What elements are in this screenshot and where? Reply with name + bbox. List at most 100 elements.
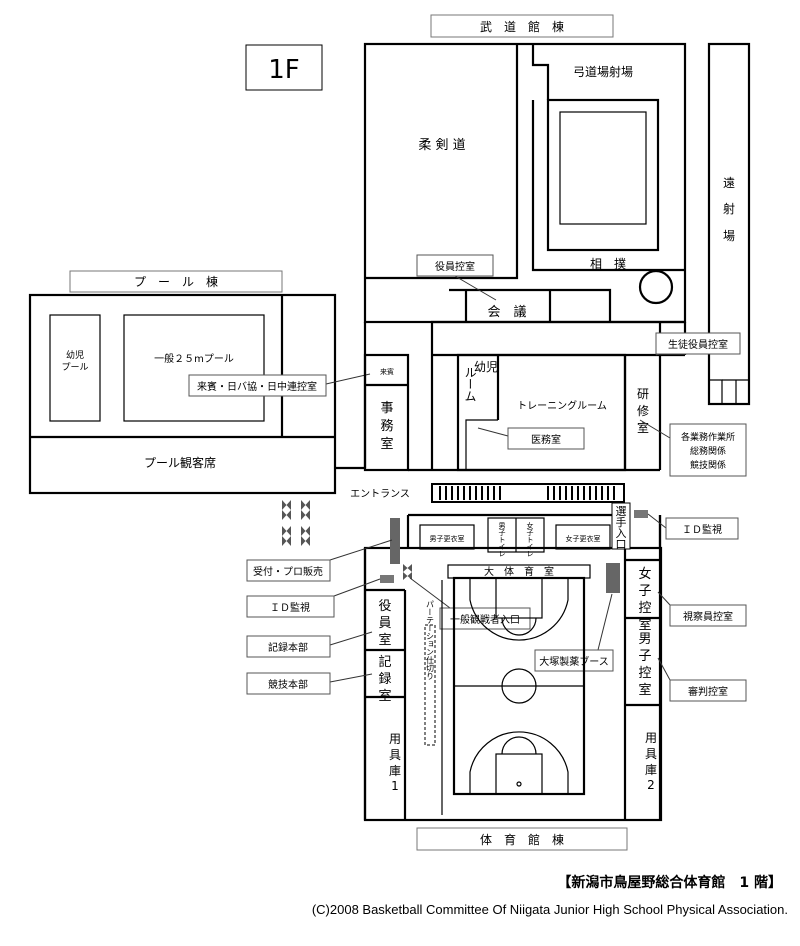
yoji-room-label-1: 幼児	[474, 360, 498, 374]
ippan-gate-icon	[403, 564, 412, 580]
joshi-hikae-room: 女 子 控 室	[638, 566, 651, 633]
svg-text:男: 男	[499, 522, 506, 530]
senshu-entrance: 選 手 入 口	[611, 502, 631, 551]
svg-text:各業務作業所: 各業務作業所	[681, 431, 735, 443]
footer-title: 【新潟市鳥屋野総合体育館 1 階】	[557, 875, 782, 891]
yoji-pool-label-1: 幼児	[66, 349, 84, 361]
otsuka-booth	[606, 563, 620, 593]
svg-text:ト: ト	[499, 536, 506, 544]
entrance-label: エントランス	[350, 488, 410, 500]
locker-rows	[419, 517, 611, 553]
svg-text:総務関係: 総務関係	[690, 445, 726, 457]
svg-text:具: 具	[389, 748, 401, 762]
svg-text:女: 女	[527, 521, 534, 530]
male-toilet: 男 子 ト イ レ	[499, 522, 506, 558]
svg-text:女: 女	[638, 566, 651, 582]
danshi-hikae-room: 男 子 控 室	[638, 632, 651, 698]
svg-text:選: 選	[616, 505, 627, 518]
callout-id-2: ＩＤ監視	[246, 578, 381, 618]
training-label: トレーニングルーム	[517, 399, 607, 412]
svg-text:室: 室	[378, 688, 391, 704]
svg-text:大塚製薬ブース: 大塚製薬ブース	[539, 655, 609, 668]
svg-text:プ ー ル 棟: プ ー ル 棟	[134, 274, 218, 289]
header-gym: 体 育 館 棟	[416, 827, 628, 851]
kaigi-label: 会 議	[487, 305, 526, 320]
danshi-kouishitsu-label: 男子更衣室	[430, 534, 465, 543]
pool25-label: 一般２５mプール	[154, 352, 234, 365]
svg-text:体 育 館 棟: 体 育 館 棟	[480, 832, 564, 847]
pool-seats-label: プール観客席	[144, 455, 216, 470]
yakuin-room: 役 員 室	[378, 599, 391, 648]
svg-text:具: 具	[645, 747, 657, 761]
svg-text:録: 録	[378, 672, 391, 687]
svg-text:武 道 館 棟: 武 道 館 棟	[480, 19, 564, 34]
callout-raihin: 来賓・日バ協・日中連控室	[188, 373, 371, 397]
jimu-char-2: 務	[380, 419, 393, 434]
svg-text:医務室: 医務室	[531, 433, 561, 446]
svg-text:視察員控室: 視察員控室	[683, 610, 733, 623]
svg-text:記録本部: 記録本部	[268, 641, 308, 654]
svg-text:子: 子	[638, 649, 651, 664]
callout-shisatsu: 視察員控室	[657, 591, 747, 627]
kyudo-label: 弓道場射場	[573, 64, 633, 79]
svg-text:子: 子	[499, 529, 506, 537]
pool-building	[28, 293, 337, 495]
svg-text:競技本部: 競技本部	[268, 678, 308, 691]
svg-text:ＩＤ監視: ＩＤ監視	[270, 601, 310, 614]
svg-text:ト: ト	[527, 536, 534, 544]
callout-iryo: 医務室	[477, 427, 585, 450]
svg-text:用: 用	[389, 732, 401, 746]
svg-text:男: 男	[638, 632, 651, 647]
joshi-kouishitsu-label: 女子更衣室	[566, 534, 601, 543]
svg-text:1F: 1F	[268, 55, 300, 85]
header-pool: プ ー ル 棟	[69, 270, 283, 293]
svg-text:来賓・日バ協・日中連控室: 来賓・日バ協・日中連控室	[197, 380, 317, 393]
header-budokan: 武 道 館 棟	[430, 14, 614, 38]
enkyori-char-3: 場	[723, 229, 735, 243]
jimu-char-3: 室	[380, 436, 393, 452]
svg-text:手: 手	[616, 515, 627, 529]
svg-text:ＩＤ監視: ＩＤ監視	[682, 523, 722, 536]
yoji-room-label-2: ルーム	[463, 366, 477, 402]
svg-text:子: 子	[638, 584, 651, 599]
partition-label: パーテーション仕切り	[426, 600, 435, 680]
svg-text:入: 入	[616, 527, 627, 540]
jimu-char-1: 事	[380, 401, 393, 416]
svg-text:役: 役	[378, 599, 391, 614]
callout-kiroku-honbu: 記録本部	[246, 631, 373, 658]
callout-yakuin-hikae: 役員控室	[416, 254, 497, 301]
svg-text:レ: レ	[499, 550, 506, 558]
callout-kyogi-honbu: 競技本部	[246, 672, 373, 695]
budokan-building	[363, 42, 687, 324]
svg-text:審判控室: 審判控室	[688, 685, 728, 698]
svg-text:イ: イ	[499, 543, 506, 551]
svg-text:一般観戦者入口: 一般観戦者入口	[450, 613, 520, 626]
svg-text:室: 室	[638, 682, 651, 698]
svg-text:イ: イ	[527, 543, 534, 551]
svg-text:受付・プロ販売: 受付・プロ販売	[253, 565, 323, 578]
raihin-label: 来賓	[380, 367, 394, 376]
id-booth-1	[634, 510, 648, 518]
footer-copyright: (C)2008 Basketball Committee Of Niigata …	[311, 902, 788, 917]
yogu2-room: 用 具 庫 2	[645, 731, 657, 792]
svg-text:口: 口	[616, 538, 627, 551]
svg-text:室: 室	[378, 632, 391, 648]
floor-label: 1F	[245, 44, 323, 91]
connector	[335, 322, 367, 470]
callout-gyomu: 各業務作業所 総務関係 競技関係	[639, 419, 747, 477]
kiroku-room: 記 録 室	[378, 654, 391, 704]
gym-building	[363, 513, 663, 822]
enkyori-char-2: 射	[723, 201, 735, 216]
svg-text:用: 用	[645, 731, 657, 745]
svg-text:競技関係: 競技関係	[690, 459, 726, 471]
id-booth-2	[380, 575, 394, 583]
svg-text:2: 2	[647, 778, 655, 792]
jimu-column	[363, 353, 410, 472]
yogu1-room: 用 具 庫 1	[389, 732, 401, 793]
daitaiikushitsu-label: 大 体 育 室	[484, 565, 554, 578]
uketsuke-counter	[390, 518, 400, 564]
training-wing	[408, 320, 687, 472]
svg-text:員: 員	[378, 616, 391, 631]
svg-text:1: 1	[391, 779, 399, 793]
